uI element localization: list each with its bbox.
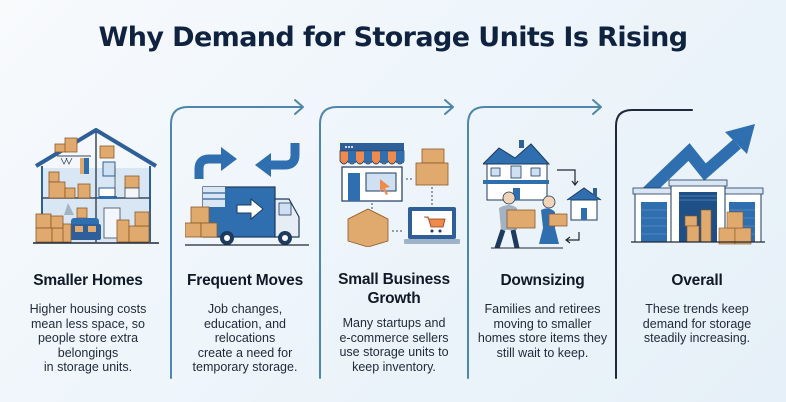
- panel-heading: Small Business Growth: [338, 271, 450, 307]
- panel-frequent-moves: Frequent Moves Job changes, education, a…: [171, 0, 319, 402]
- panel-heading: Smaller Homes: [33, 272, 143, 289]
- storefront-ecommerce-icon: [339, 143, 460, 247]
- rising-trend-storage-facility-icon: [631, 124, 765, 245]
- panel-overall: Overall These trends keep demand for sto…: [617, 0, 786, 402]
- panel-heading: Overall: [671, 272, 723, 289]
- house-full-of-boxes-icon: [33, 128, 159, 244]
- panel-downsizing: Downsizing Families and retirees moving …: [469, 0, 616, 402]
- moving-truck-icon: [185, 143, 309, 246]
- panel-description: Higher housing costs mean less space, so…: [29, 302, 147, 374]
- panel-small-business-growth: Small Business Growth Many startups and …: [320, 0, 468, 402]
- panel-heading: Downsizing: [500, 272, 585, 289]
- panel-smaller-homes: Smaller Homes Higher housing costs mean …: [0, 0, 170, 402]
- panel-description: Job changes, education, and relocations …: [192, 302, 298, 374]
- panel-description: Many startups and e-commerce sellers use…: [339, 316, 449, 374]
- panel-description: These trends keep demand for storage ste…: [642, 302, 752, 345]
- page-title: Why Demand for Storage Units Is Rising: [98, 22, 689, 53]
- panel-description: Families and retirees moving to smaller …: [477, 302, 608, 360]
- panel-heading: Frequent Moves: [186, 272, 304, 289]
- couple-moving-to-smaller-home-icon: [483, 140, 602, 249]
